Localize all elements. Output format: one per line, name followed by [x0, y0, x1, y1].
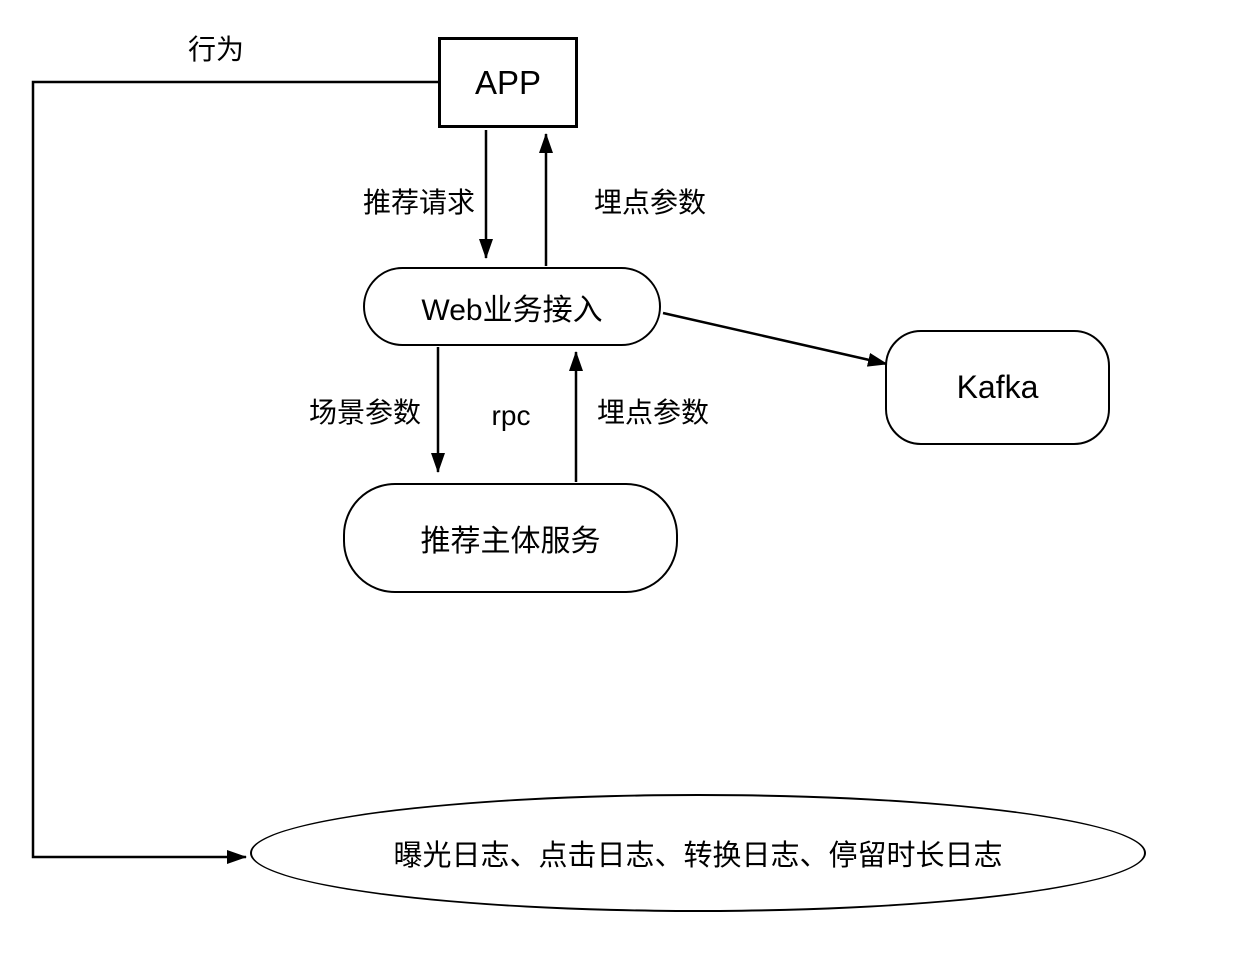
node-log-store-label: 曝光日志、点击日志、转换日志、停留时长日志 [393, 840, 1003, 872]
node-app-label: APP [474, 63, 542, 101]
edge-label-tracking-params-bottom: 埋点参数 [596, 396, 710, 430]
edge-label-behavior: 行为 [187, 33, 245, 67]
edge-webgateway-to-kafka [662, 311, 888, 367]
node-log-store: 曝光日志、点击日志、转换日志、停留时长日志 [250, 794, 1146, 912]
edge-label-tracking-params-top: 埋点参数 [593, 186, 707, 220]
node-web-gateway: Web业务接入 [363, 267, 661, 346]
node-app: APP [438, 37, 578, 128]
edge-app-to-logstore [31, 80, 438, 864]
node-kafka: Kafka [885, 330, 1110, 445]
node-recommend-service-label: 推荐主体服务 [420, 525, 601, 558]
node-kafka-label: Kafka [956, 369, 1039, 405]
edge-label-rpc: rpc [491, 399, 531, 433]
edge-label-recommend-request: 推荐请求 [362, 186, 476, 220]
node-recommend-service: 推荐主体服务 [343, 483, 678, 593]
edge-label-scene-params: 场景参数 [308, 396, 422, 430]
node-web-gateway-label: Web业务接入 [421, 293, 603, 327]
